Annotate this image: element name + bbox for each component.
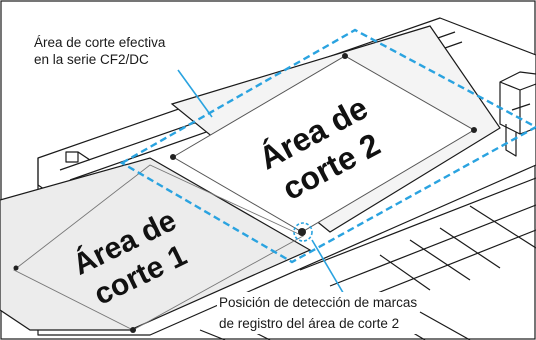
effective-area-text-line2: en la serie CF2/DC: [34, 52, 149, 67]
mark-area1-bottom: [130, 327, 136, 333]
effective-area-callout: Área de corte efectiva en la serie CF2/D…: [32, 34, 168, 68]
detection-mark: [293, 222, 313, 242]
detection-position-callout: Posición de detección de marcas de regis…: [217, 292, 420, 334]
cutting-head: [499, 71, 536, 157]
effective-cutting-area-outline: [119, 28, 536, 264]
mark-area2-top: [342, 53, 348, 59]
area-1-registration-outline: [13, 164, 304, 331]
detection-text-line2: de registro del área de corte 2: [219, 316, 400, 331]
effective-area-leader: [177, 69, 213, 118]
detection-text-line1: Posición de detección de marcas: [219, 295, 418, 310]
detection-leader: [311, 239, 346, 297]
registration-marks: [13, 53, 477, 333]
mark-area2-left: [170, 154, 176, 160]
mark-area2-right: [471, 127, 477, 133]
effective-area-text-line1: Área de corte efectiva: [34, 35, 166, 50]
mark-area1-left: [13, 265, 19, 271]
